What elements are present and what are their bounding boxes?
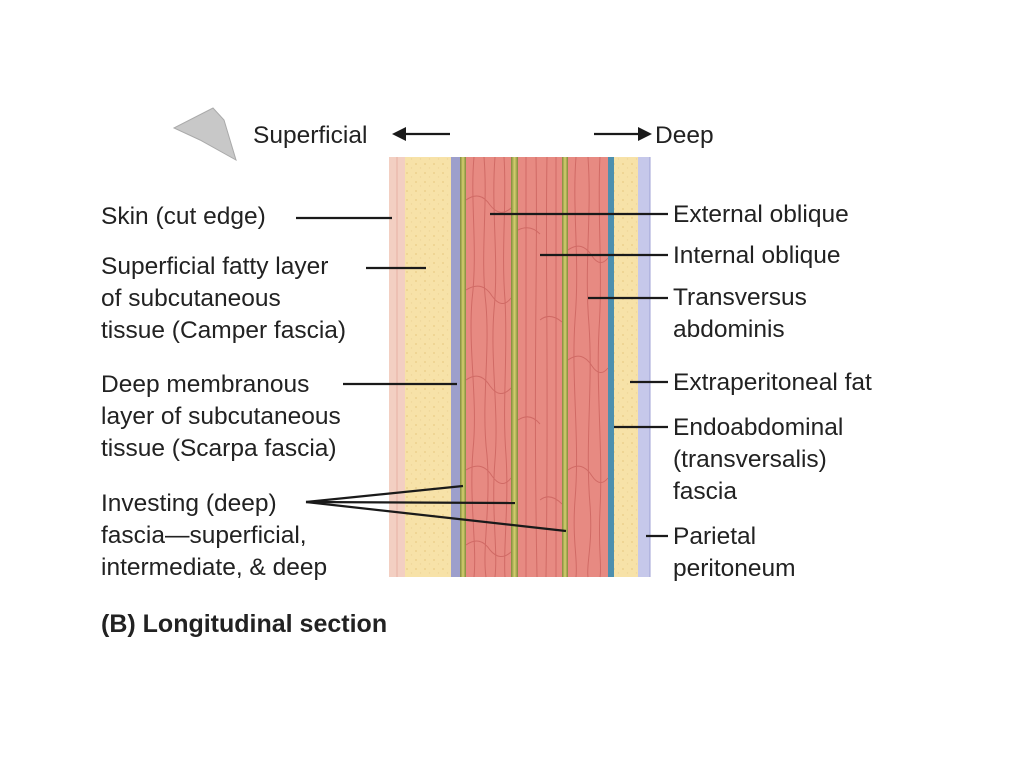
- endoabdominal-label: Endoabdominal (transversalis) fascia: [673, 414, 850, 505]
- tissue-section: [389, 156, 651, 578]
- deep-fascia-superficial: [460, 157, 466, 577]
- extraperitoneal-fat-label: Extraperitoneal fat: [673, 369, 872, 396]
- right-arrow-icon: [594, 127, 652, 141]
- deep-label: Deep: [655, 122, 714, 149]
- left-arrow-icon: [392, 127, 450, 141]
- transversalis-fascia-layer: [608, 157, 614, 577]
- parietal-peritoneum-label: Parietal peritoneum: [673, 523, 796, 582]
- internal-oblique-label: Internal oblique: [673, 242, 841, 269]
- superficial-label: Superficial: [253, 122, 367, 149]
- skin-label: Skin (cut edge): [101, 203, 266, 230]
- investing-fascia-label: Investing (deep) fascia—superficial, int…: [101, 490, 327, 581]
- transversus-label: Transversus abdominis: [673, 284, 814, 343]
- internal-oblique-muscle: [518, 157, 562, 577]
- pointer-arrow-icon: [172, 107, 237, 162]
- deep-fascia-intermediate: [511, 157, 518, 577]
- scarpa-fascia-layer: [451, 157, 460, 577]
- scarpa-label: Deep membranous layer of subcutaneous ti…: [101, 371, 348, 462]
- leader-lines: [296, 212, 668, 538]
- external-oblique-label: External oblique: [673, 201, 849, 228]
- deep-fascia-deep: [562, 157, 568, 577]
- camper-label: Superficial fatty layer of subcutaneous …: [101, 253, 346, 344]
- figure-caption: (B) Longitudinal section: [101, 610, 387, 638]
- parietal-peritoneum-layer: [638, 157, 650, 577]
